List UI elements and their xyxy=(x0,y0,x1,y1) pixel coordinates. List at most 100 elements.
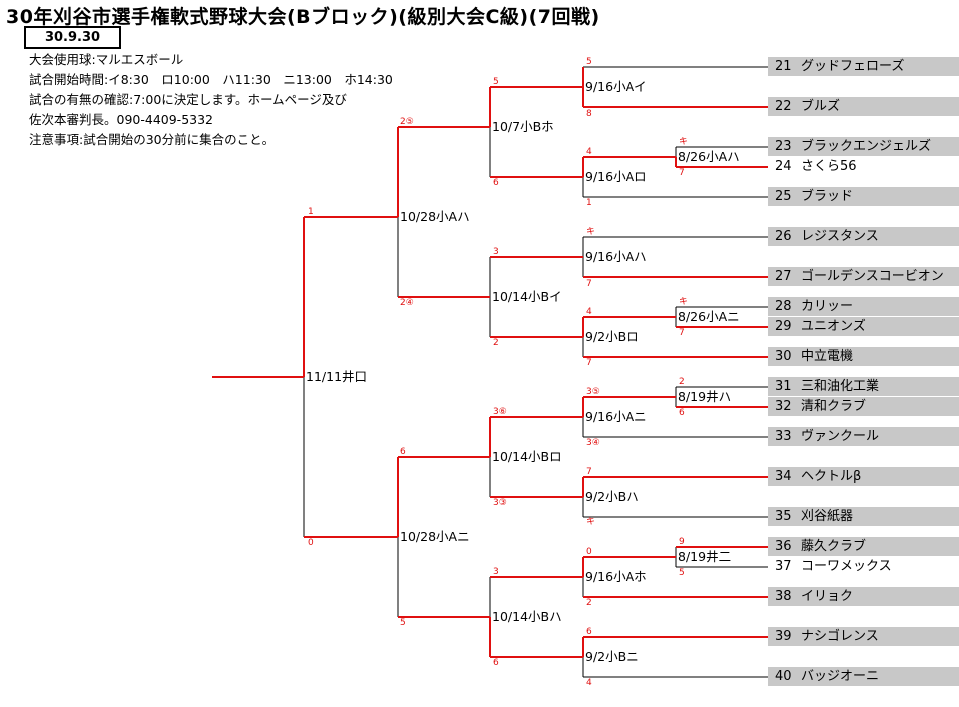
score: 8 xyxy=(586,109,592,119)
match-label: 9/16小Aロ xyxy=(585,169,647,184)
bracket-red-lines xyxy=(212,67,768,658)
score: 7 xyxy=(679,328,685,338)
score: 0 xyxy=(308,538,314,548)
info-line: 試合の有無の確認:7:00に決定します。ホームページ及び xyxy=(29,92,347,107)
score: 5 xyxy=(400,618,406,628)
team-name: ヘクトルβ xyxy=(801,469,862,484)
team-number: 23 xyxy=(775,139,792,154)
match-label: 10/14小Bイ xyxy=(492,289,562,304)
score: 6 xyxy=(493,658,499,668)
team-name: ブラッド xyxy=(801,189,854,204)
score: 3⑥ xyxy=(493,407,507,417)
team-name: 藤久クラブ xyxy=(801,539,867,554)
team-name: 清和クラブ xyxy=(801,399,867,414)
team-34: 34 ヘクトルβ xyxy=(768,467,959,486)
team-name: イリョク xyxy=(801,589,854,604)
match-label: 9/2小Bハ xyxy=(585,489,639,504)
score: 4 xyxy=(586,678,592,688)
match-label: 10/7小Bホ xyxy=(492,119,554,134)
date-box: 30.9.30 xyxy=(24,26,121,49)
team-number: 22 xyxy=(775,99,792,114)
score: キ xyxy=(586,227,596,237)
team-number: 31 xyxy=(775,379,792,394)
team-40: 40 バッジオーニ xyxy=(768,667,959,686)
match-label: 10/28小Aハ xyxy=(400,209,470,224)
team-name: バッジオーニ xyxy=(801,669,880,684)
team-name: ユニオンズ xyxy=(801,319,866,334)
score: キ xyxy=(586,517,596,527)
match-label: 8/19井二 xyxy=(678,549,732,564)
info-line: 大会使用球:マルエスボール xyxy=(29,52,184,67)
team-35: 35 刈谷紙器 xyxy=(768,507,959,526)
team-number: 24 xyxy=(775,159,792,174)
team-number: 40 xyxy=(775,669,792,684)
match-label: 9/16小Aニ xyxy=(585,409,647,424)
score: 0 xyxy=(586,547,592,557)
team-name: ブルズ xyxy=(801,99,841,114)
match-label: 10/14小Bハ xyxy=(492,609,562,624)
score: 3③ xyxy=(493,498,507,508)
match-label: 9/16小Aホ xyxy=(585,569,647,584)
score: 4 xyxy=(586,307,592,317)
team-name: 中立電機 xyxy=(801,349,854,364)
score: 7 xyxy=(586,279,592,289)
score: 3④ xyxy=(586,438,600,448)
team-number: 34 xyxy=(775,469,792,484)
team-30: 30 中立電機 xyxy=(768,347,959,366)
team-name: 刈谷紙器 xyxy=(801,509,854,524)
score: 5 xyxy=(679,568,685,578)
team-number: 27 xyxy=(775,269,792,284)
page-title: 30年刈谷市選手権軟式野球大会(Bブロック)(級別大会C級)(7回戦) xyxy=(6,6,600,28)
team-name: レジスタンス xyxy=(801,229,879,244)
info-line: 佐次本審判長。090-4409-5332 xyxy=(29,112,214,127)
match-label: 8/19井ハ xyxy=(678,389,732,404)
team-number: 29 xyxy=(775,319,792,334)
team-name: 三和油化工業 xyxy=(801,379,880,394)
match-label: 8/26小Aニ xyxy=(678,309,740,324)
team-name: ブラックエンジェルズ xyxy=(801,139,932,154)
match-label: 9/2小Bロ xyxy=(585,329,639,344)
score: 3⑤ xyxy=(586,387,600,397)
team-number: 35 xyxy=(775,509,792,524)
score: 3 xyxy=(493,247,499,257)
score: 5 xyxy=(493,77,499,87)
score: キ xyxy=(679,297,689,307)
team-name: ヴァンクール xyxy=(801,429,880,444)
team-24: 24 さくら56 xyxy=(768,157,959,176)
team-name: カリッー xyxy=(801,299,854,314)
team-name: グッドフェローズ xyxy=(801,59,905,74)
score: 4 xyxy=(586,147,592,157)
score: 1 xyxy=(308,207,314,217)
team-number: 26 xyxy=(775,229,792,244)
team-26: 26 レジスタンス xyxy=(768,227,959,246)
team-number: 25 xyxy=(775,189,792,204)
match-label: 9/16小Aハ xyxy=(585,249,647,264)
team-number: 28 xyxy=(775,299,792,314)
score: 2 xyxy=(679,377,685,387)
score: 2 xyxy=(493,338,499,348)
score: 2④ xyxy=(400,298,414,308)
match-label: 9/2小Bニ xyxy=(585,649,639,664)
score: 5 xyxy=(586,57,592,67)
score: 9 xyxy=(679,537,685,547)
team-number: 37 xyxy=(775,559,792,574)
score: 7 xyxy=(586,467,592,477)
match-label: 9/16小Aイ xyxy=(585,79,647,94)
match-label: 8/26小Aハ xyxy=(678,149,740,164)
team-36: 36 藤久クラブ xyxy=(768,537,959,556)
match-label: 10/28小Aニ xyxy=(400,529,470,544)
score: 7 xyxy=(586,358,592,368)
team-number: 30 xyxy=(775,349,792,364)
team-28: 28 カリッー xyxy=(768,297,959,316)
team-number: 36 xyxy=(775,539,792,554)
team-23: 23 ブラックエンジェルズ xyxy=(768,137,959,156)
score: 3 xyxy=(493,567,499,577)
team-name: さくら56 xyxy=(801,159,857,174)
info-line: 注意事項:試合開始の30分前に集合のこと。 xyxy=(29,132,275,147)
